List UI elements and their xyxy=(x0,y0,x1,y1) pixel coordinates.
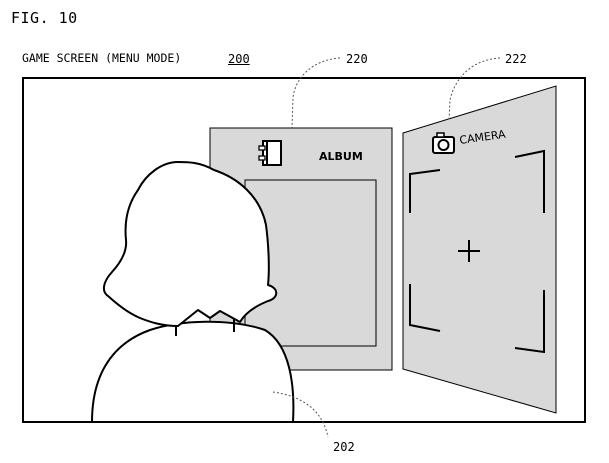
screen-reference-number: 200 xyxy=(228,52,250,66)
callout-leaders xyxy=(272,57,501,438)
camera-panel-reference-number: 222 xyxy=(505,52,527,66)
character-leader-line xyxy=(272,391,329,438)
figure-label: FIG. 10 xyxy=(11,9,78,27)
album-panel-reference-number: 220 xyxy=(346,52,368,66)
camera-panel[interactable]: CAMERA xyxy=(402,85,557,414)
viewfinder-corners xyxy=(409,149,545,354)
album-label: ALBUM xyxy=(319,150,363,163)
crosshair-icon xyxy=(458,240,480,262)
character-reference-number: 202 xyxy=(333,440,355,454)
camera-icon xyxy=(432,132,455,154)
screen-title: GAME SCREEN (MENU MODE) xyxy=(22,51,182,65)
album-leader-line xyxy=(291,57,341,129)
character-hair xyxy=(102,161,278,327)
album-icon xyxy=(258,140,282,166)
player-character xyxy=(91,161,295,423)
camera-label: CAMERA xyxy=(459,128,507,147)
character-body xyxy=(91,320,295,423)
